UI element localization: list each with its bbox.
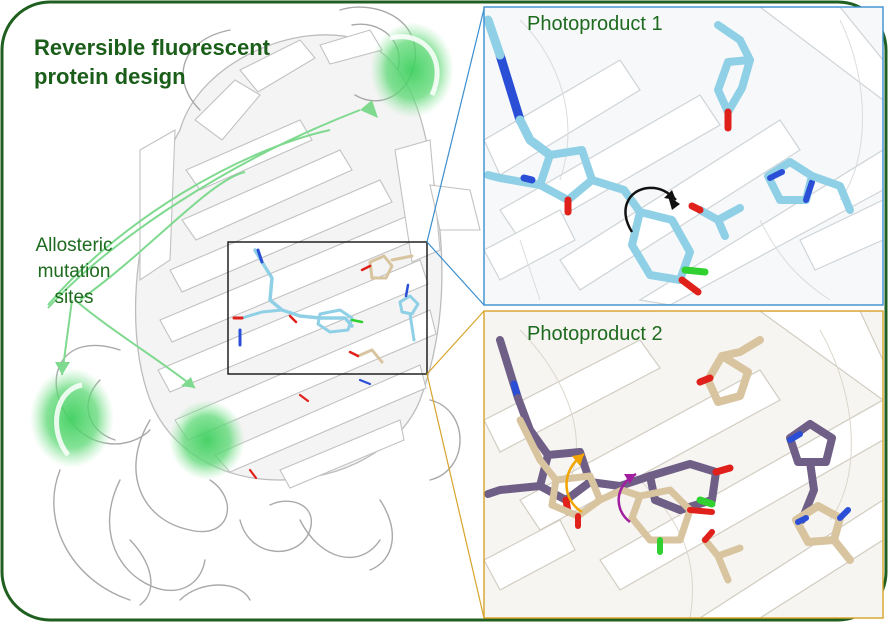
photoproduct-1-label: Photoproduct 1	[527, 13, 663, 35]
allosteric-arrows	[47, 100, 378, 389]
allosteric-annotation: Allosteric mutation sites	[14, 233, 134, 311]
title-line-1: Reversible fluorescent	[34, 35, 270, 60]
photoproduct-1-panel	[484, 7, 883, 305]
figure-title: Reversible fluorescent protein design	[34, 33, 270, 91]
photoproduct-2-panel	[484, 311, 883, 618]
annotation-line-3: sites	[54, 287, 94, 308]
photoproduct-2-frame	[483, 310, 884, 619]
bottom-connector-line	[426, 310, 485, 375]
photoproduct-2-label: Photoproduct 2	[527, 323, 663, 345]
top-connector-line	[426, 8, 485, 243]
bottom-connector-line-2	[426, 373, 485, 619]
top-connector-line-2	[426, 241, 485, 306]
photoproduct-1-frame	[483, 6, 884, 306]
zoom-box	[227, 241, 428, 375]
title-line-2: protein design	[34, 64, 186, 89]
annotation-line-1: Allosteric	[35, 235, 113, 256]
allosteric-site-highlights	[30, 22, 454, 480]
chromophore-small	[232, 248, 420, 364]
annotation-line-2: mutation	[37, 261, 111, 282]
